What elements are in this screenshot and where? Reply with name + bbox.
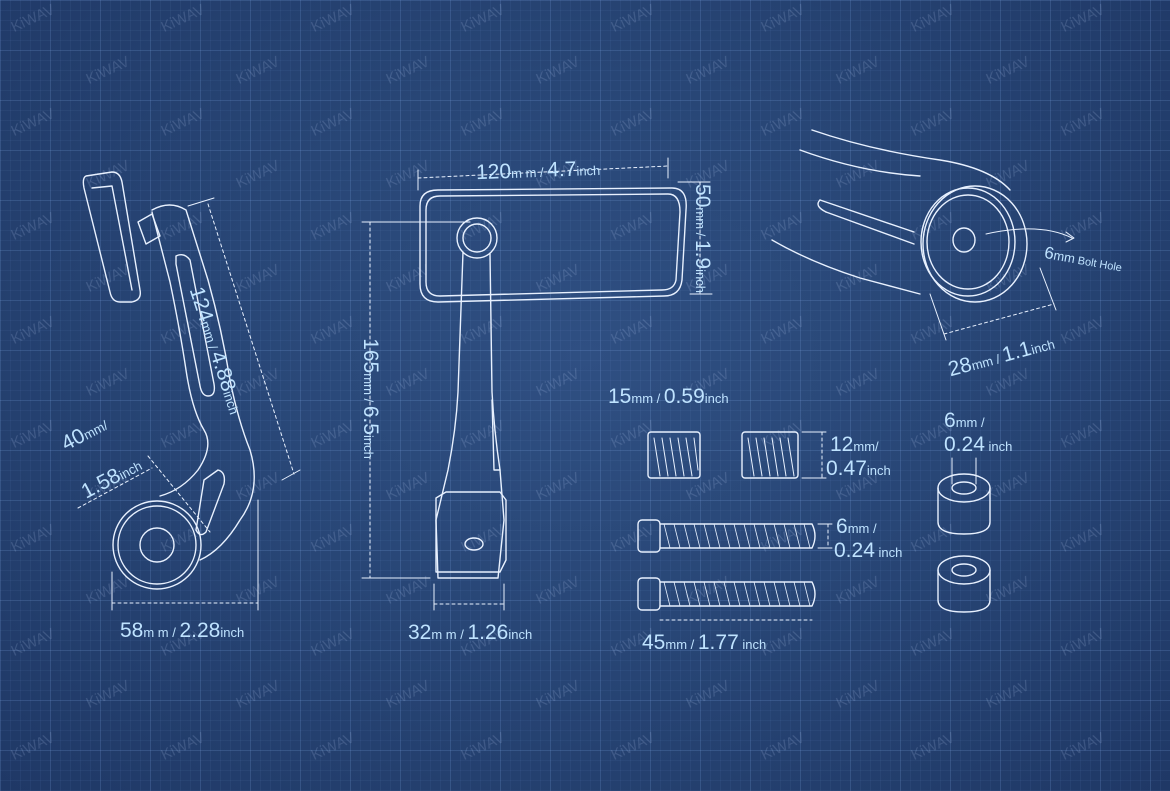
insert-diameter-label: 12mm/ [830,433,879,456]
clamp-detail-drawing [771,129,1075,341]
bolts-drawing [637,519,833,621]
front-view-drawing [361,157,713,611]
front-base-label: 32m m / 1.26inch [408,621,533,644]
side-view-drawing [77,171,301,611]
spacer-diameter-label-2: 0.24 inch [944,433,1013,456]
front-height-label: 165mm / 6.5inch [358,338,382,459]
side-width-label: 58m m / 2.28inch [120,619,245,642]
spacer-diameter-label: 6mm / [944,409,985,432]
insert-diameter-label-2: 0.47inch [826,457,891,480]
threaded-inserts-drawing [647,431,827,479]
spacers-drawing [937,457,991,613]
front-mirror-height-label: 50mm / 1.9inch [690,184,714,293]
bolt-diameter-label: 6mm / [836,515,877,538]
front-width-label: 120m m / 4.7inch [475,157,601,185]
insert-length-label: 15mm / 0.59inch [608,385,729,408]
bolt-length-label: 45mm / 1.77 inch [642,631,767,654]
bolt-diameter-label-2: 0.24 inch [834,539,903,562]
